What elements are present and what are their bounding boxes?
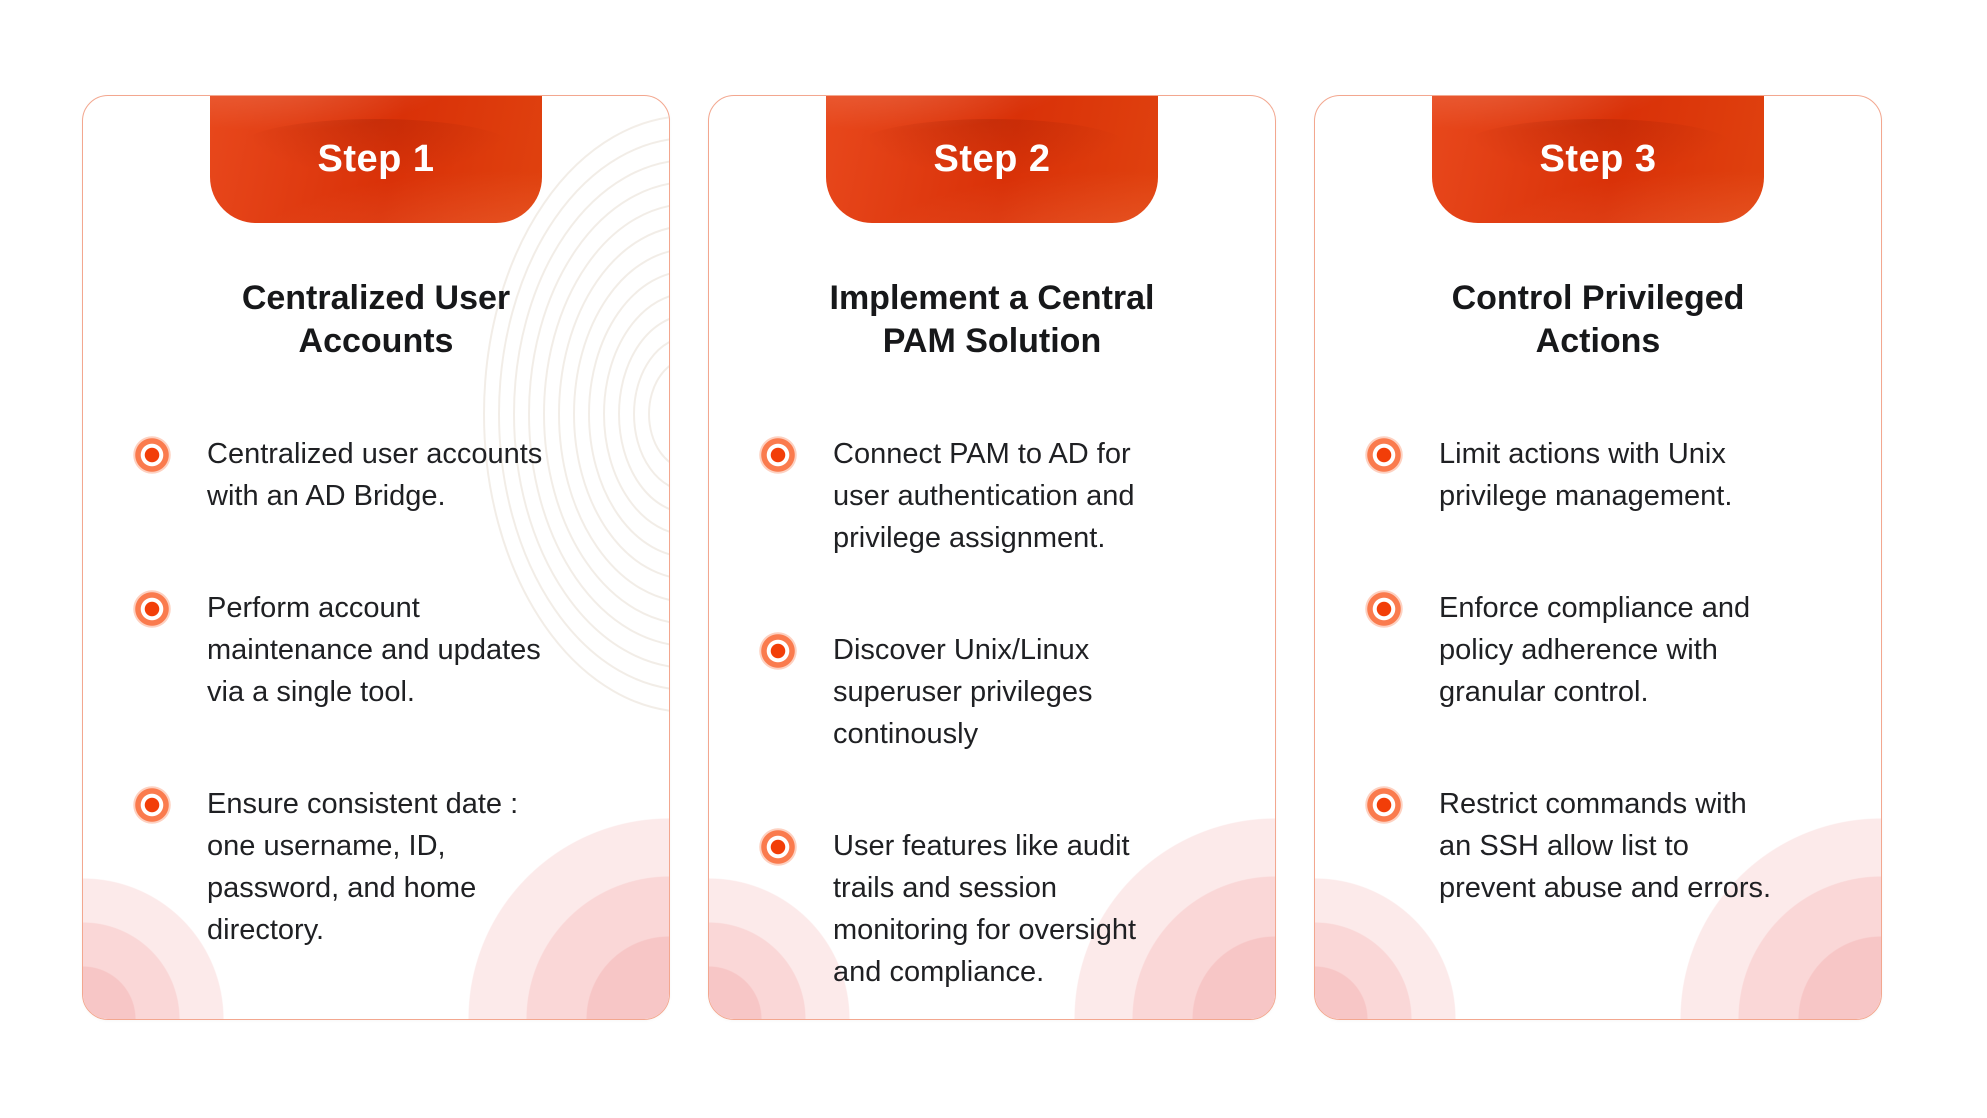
list-item: Ensure consistent date : one username, I… xyxy=(133,783,629,951)
list-item: Centralized user accounts with an AD Bri… xyxy=(133,433,629,517)
target-bullet-icon xyxy=(1365,589,1403,628)
target-bullet-icon xyxy=(1365,435,1403,474)
list-item: Enforce compliance and policy adherence … xyxy=(1365,587,1841,713)
steps-row: Step 1 Centralized User Accounts Central… xyxy=(82,95,1882,1020)
step-2-title: Implement a Central PAM Solution xyxy=(829,279,1155,360)
step-3-bullet-list: Limit actions with Unix privilege manage… xyxy=(1315,433,1881,909)
step-1-bullet-list: Centralized user accounts with an AD Bri… xyxy=(83,433,669,951)
bullet-text: Connect PAM to AD for user authenticatio… xyxy=(833,437,1135,554)
target-bullet-icon xyxy=(133,589,171,628)
target-bullet-icon xyxy=(759,827,797,866)
step-2-badge: Step 2 xyxy=(826,96,1158,223)
list-item: User features like audit trails and sess… xyxy=(759,825,1235,993)
bullet-text: Ensure consistent date : one username, I… xyxy=(207,787,519,946)
target-bullet-icon xyxy=(133,435,171,474)
step-3-badge: Step 3 xyxy=(1432,96,1764,223)
step-3-title: Control Privileged Actions xyxy=(1451,279,1745,360)
step-2-card: Step 2 Implement a Central PAM Solution … xyxy=(708,95,1276,1020)
target-bullet-icon xyxy=(759,435,797,474)
list-item: Perform account maintenance and updates … xyxy=(133,587,629,713)
target-bullet-icon xyxy=(1365,785,1403,824)
list-item: Limit actions with Unix privilege manage… xyxy=(1365,433,1841,517)
list-item: Connect PAM to AD for user authenticatio… xyxy=(759,433,1235,559)
bullet-text: Perform account maintenance and updates … xyxy=(207,591,541,708)
bullet-text: Discover Unix/Linux superuser privileges… xyxy=(833,633,1093,750)
step-2-label: Step 2 xyxy=(933,138,1051,180)
step-1-card: Step 1 Centralized User Accounts Central… xyxy=(82,95,670,1020)
bullet-text: User features like audit trails and sess… xyxy=(833,829,1137,988)
step-1-label: Step 1 xyxy=(317,138,435,180)
bullet-text: Restrict commands with an SSH allow list… xyxy=(1439,787,1772,904)
bullet-text: Centralized user accounts with an AD Bri… xyxy=(207,437,543,512)
step-1-title: Centralized User Accounts xyxy=(241,279,511,360)
bullet-text: Enforce compliance and policy adherence … xyxy=(1439,591,1751,708)
target-bullet-icon xyxy=(133,785,171,824)
list-item: Restrict commands with an SSH allow list… xyxy=(1365,783,1841,909)
step-2-bullet-list: Connect PAM to AD for user authenticatio… xyxy=(709,433,1275,993)
bullet-text: Limit actions with Unix privilege manage… xyxy=(1439,437,1733,512)
target-bullet-icon xyxy=(759,631,797,670)
step-3-card: Step 3 Control Privileged Actions Limit … xyxy=(1314,95,1882,1020)
step-3-label: Step 3 xyxy=(1539,138,1657,180)
list-item: Discover Unix/Linux superuser privileges… xyxy=(759,629,1235,755)
step-1-badge: Step 1 xyxy=(210,96,542,223)
